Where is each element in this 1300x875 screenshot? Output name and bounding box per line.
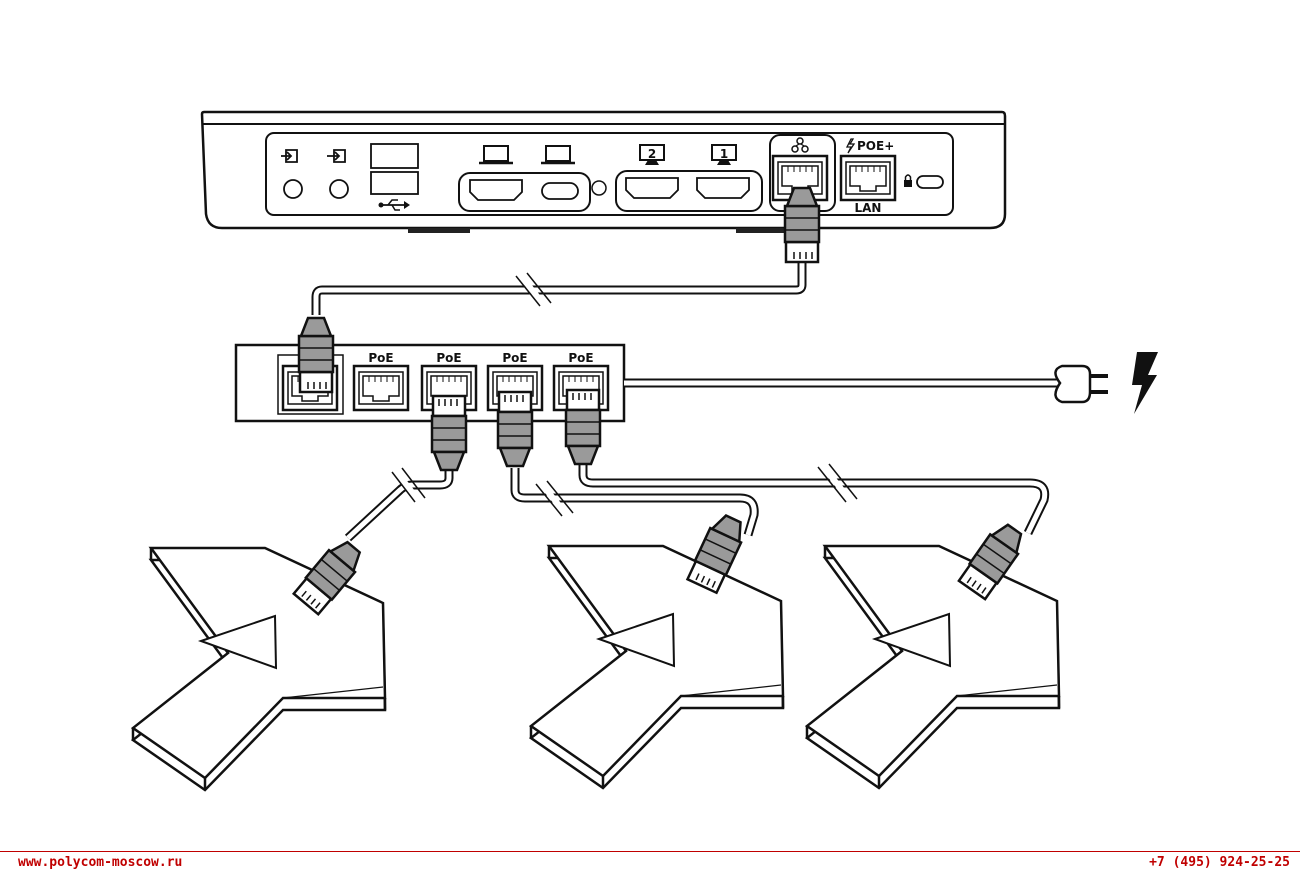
power-plug-icon: [1054, 364, 1108, 404]
footer-divider: [0, 851, 1300, 852]
input-indicator: [591, 180, 607, 196]
lan-label: LAN: [855, 201, 882, 215]
rj45-plug: [297, 316, 335, 394]
hdmi-output-1-port[interactable]: [696, 177, 750, 199]
footer-phone: +7 (495) 924-25-25: [1149, 855, 1290, 870]
audio-out-icon: [281, 149, 298, 163]
poe-label-3: PoE: [502, 351, 527, 365]
footer-website-link[interactable]: www.polycom-moscow.ru: [18, 855, 183, 870]
connection-diagram: 2 1 POE+ LAN: [131, 110, 1158, 792]
rj45-plug: [430, 394, 468, 472]
poe-label-4: PoE: [568, 351, 593, 365]
switch-poe-port-1[interactable]: [352, 364, 410, 412]
laptop-icon: [479, 145, 575, 165]
poe-plus-label: POE+: [857, 139, 894, 153]
display-2-label: 2: [648, 147, 656, 161]
display-icon: [639, 144, 737, 165]
microphone-pod-icon: [131, 546, 387, 792]
network-icon: [791, 137, 809, 153]
codec-unit: 2 1 POE+ LAN: [200, 110, 1007, 233]
audio-in-icon: [327, 149, 346, 163]
security-lock-slot[interactable]: [916, 175, 944, 189]
lan-port[interactable]: [839, 154, 897, 202]
display-1-label: 1: [720, 147, 728, 161]
usb-c-input-port[interactable]: [541, 182, 579, 200]
hdmi-input-port[interactable]: [469, 179, 523, 201]
audio-in-jack[interactable]: [329, 179, 349, 199]
microphone-pod-icon: [529, 544, 785, 790]
microphone-pod-1: [131, 535, 387, 792]
microphone-pod-icon: [805, 544, 1061, 790]
microphone-pod-3: [805, 518, 1061, 790]
poe-label-1: PoE: [368, 351, 393, 365]
microphone-pod-2: [529, 510, 785, 790]
hdmi-output-2-port[interactable]: [625, 177, 679, 199]
lightning-icon: [1132, 352, 1158, 414]
poe-label-2: PoE: [436, 351, 461, 365]
rj45-plug: [496, 390, 534, 468]
lightning-icon: [845, 138, 856, 154]
rj45-plug: [783, 186, 821, 264]
usb-port-bottom[interactable]: [370, 171, 419, 195]
usb-icon: [378, 199, 410, 211]
lock-icon: [904, 174, 912, 187]
audio-out-jack[interactable]: [283, 179, 303, 199]
usb-port-top[interactable]: [370, 143, 419, 169]
cables: [311, 262, 1050, 542]
rj45-plug: [564, 388, 602, 466]
